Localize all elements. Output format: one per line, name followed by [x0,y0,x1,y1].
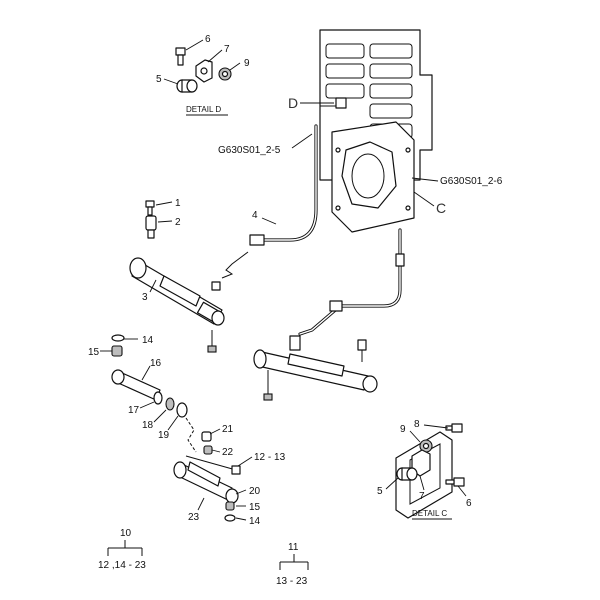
reference-letter-c: C [436,200,446,216]
plug-14-lower-icon [224,514,236,522]
bolt-6-icon [175,47,186,66]
seal-18-icon [165,397,175,411]
callout-9: 9 [244,58,250,69]
callout-6c: 6 [466,498,472,509]
bolt-1-icon [145,200,155,216]
callout-14-lower: 14 [249,516,261,527]
group-11: 11 13 - 23 [276,542,309,587]
callout-12-13: 12 - 13 [254,452,286,463]
callout-5c: 5 [377,486,383,497]
callout-1: 1 [175,198,181,209]
callout-18: 18 [142,420,154,431]
callout-6: 6 [205,34,211,45]
callout-7: 7 [224,44,230,55]
cylinder-3 [129,257,225,353]
clamp-7-icon [195,59,213,83]
washer-9c-icon [419,439,433,453]
spacer-5-icon [176,79,198,93]
callout-22: 22 [222,447,234,458]
callout-15-lower: 15 [249,502,261,513]
group-10: 10 12 ,14 - 23 [98,528,146,571]
bolt-6c-icon [445,477,465,487]
callout-20: 20 [249,486,261,497]
spacer-5c-icon [396,467,418,481]
hose-lower [298,228,405,336]
fitting-15-icon [111,345,123,357]
group-10-top: 10 [120,528,132,539]
reference-letter-d: D [288,95,298,111]
ring-19-icon [176,402,188,418]
callout-23: 23 [188,512,200,523]
callout-8c: 8 [414,419,420,430]
fitting-15-lower-icon [225,501,235,511]
washer-9-icon [218,67,232,81]
callout-17: 17 [128,405,140,416]
detail-c: 9 8 5 7 6 DETAIL C [377,419,472,520]
detail-d: 6 7 9 5 DETAIL D [156,34,250,116]
callout-15: 15 [88,347,100,358]
reference-g630s01-2-6: G630S01_2-6 [440,176,503,187]
hose-4 [249,124,318,246]
callout-14: 14 [142,335,154,346]
group-11-top: 11 [288,542,299,553]
bolt-8-icon [445,423,463,433]
detail-d-title: DETAIL D [186,105,221,114]
callout-19: 19 [158,430,170,441]
group-10-bottom: 12 ,14 - 23 [98,560,146,571]
seal-17-icon [153,391,163,405]
lower-cylinder-23 [173,455,241,504]
rod-16 [111,369,161,401]
callout-4: 4 [252,210,258,221]
callout-21: 21 [222,424,234,435]
callout-5: 5 [156,74,162,85]
detail-c-title: DETAIL C [412,509,447,518]
callout-2: 2 [175,217,181,228]
fitting-22-icon [203,445,213,455]
callout-3: 3 [142,292,148,303]
callout-7c: 7 [419,491,425,502]
right-cylinder [253,335,378,401]
group-11-bottom: 13 - 23 [276,576,308,587]
callout-16: 16 [150,358,162,369]
reference-g630s01-2-5: G630S01_2-5 [218,145,281,156]
plug-14-icon [111,334,125,342]
mounting-plate [319,29,433,233]
callout-9c: 9 [400,424,406,435]
fitting-2-icon [145,215,157,239]
fitting-21-icon [201,431,212,442]
